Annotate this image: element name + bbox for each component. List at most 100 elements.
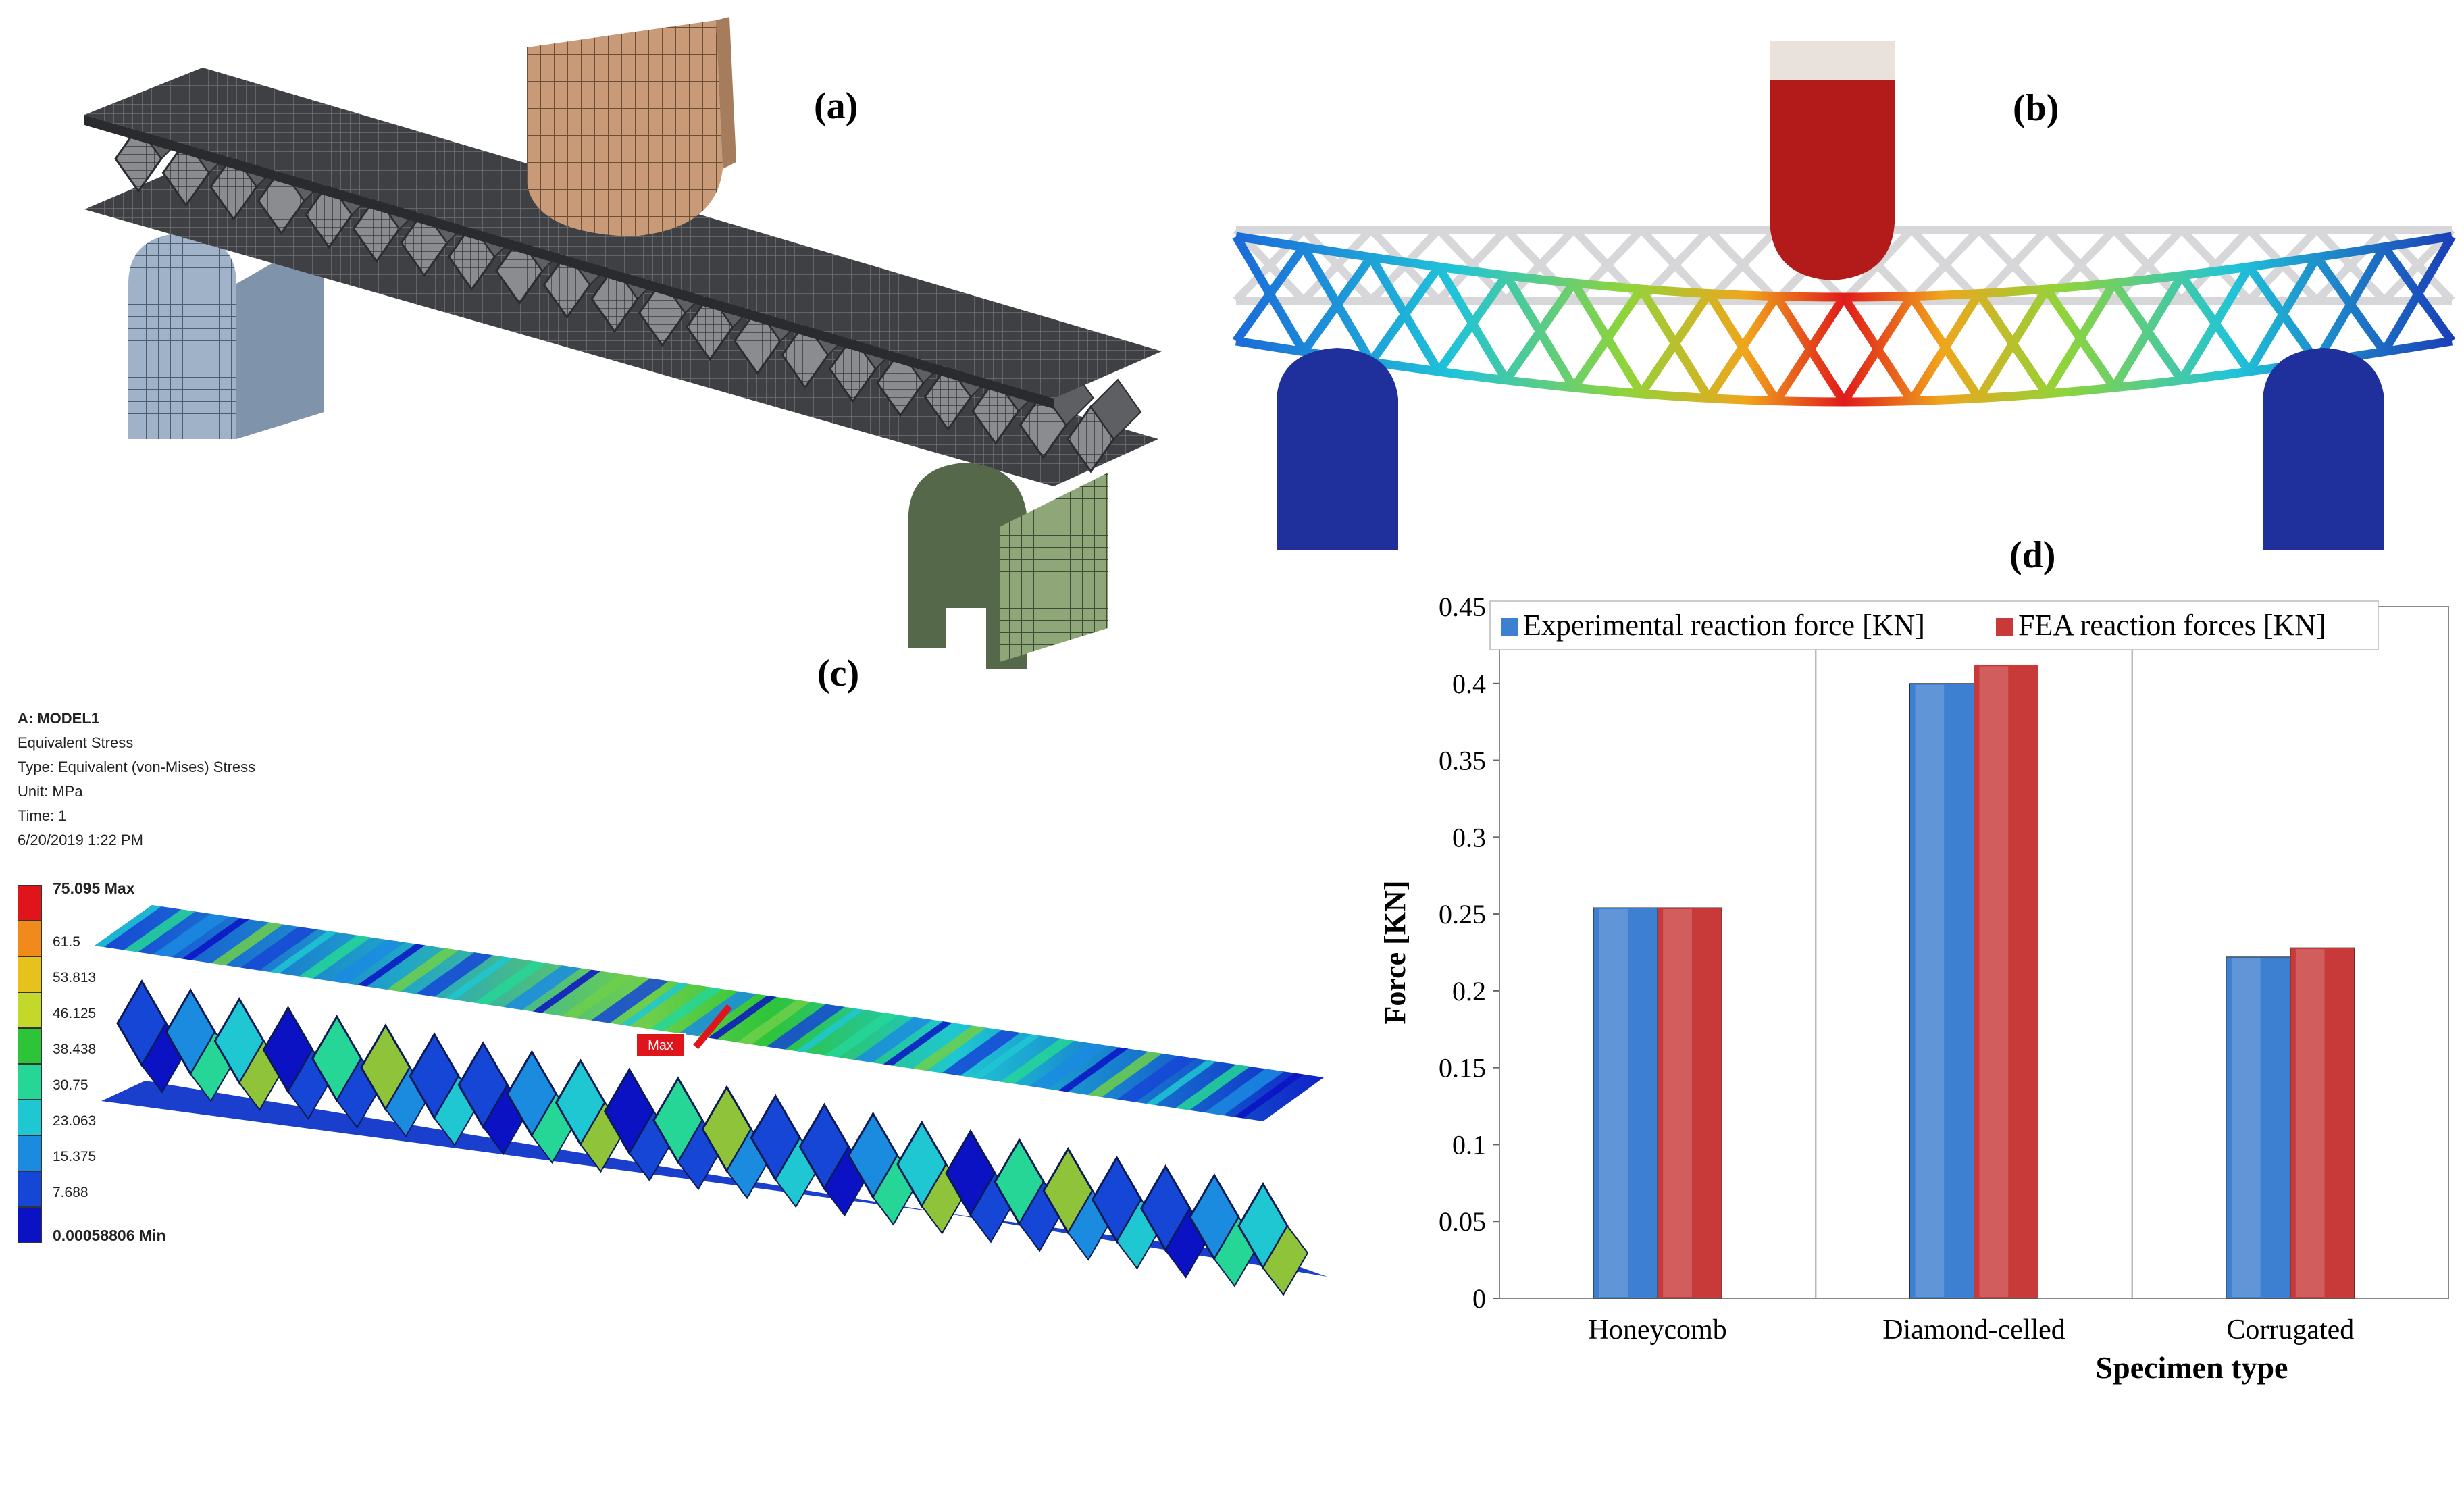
x-tick-label: Corrugated	[2226, 1314, 2354, 1346]
bar-highlight	[1663, 909, 1692, 1297]
flange-stripe	[737, 1000, 811, 1045]
result-time: Time: 1	[18, 807, 67, 824]
result-date: 6/20/2019 1:22 PM	[18, 831, 143, 848]
colorbar-segment	[18, 921, 42, 956]
colorbar-label: 7.688	[53, 1184, 88, 1200]
stress-colorbar	[18, 885, 42, 1243]
colorbar-label: 75.095 Max	[53, 879, 135, 897]
flange-stripe	[532, 969, 601, 1013]
flange-stripe	[153, 913, 230, 958]
legend-label-experimental: Experimental reaction force [KN]	[1523, 609, 1925, 642]
y-tick-label: 0	[1472, 1283, 1486, 1314]
flange-stripe	[95, 905, 161, 948]
colorbar-segment	[18, 1028, 42, 1064]
bar-highlight	[1979, 666, 2009, 1297]
flange-stripe	[1146, 1060, 1216, 1106]
colorbar-segment	[18, 1207, 42, 1243]
flange-stripe	[474, 960, 547, 1005]
panel-label-a: (a)	[814, 85, 858, 127]
result-unit: Unit: MPa	[18, 783, 83, 800]
flange-stripe	[883, 1021, 953, 1066]
colorbar-segment	[18, 1171, 42, 1207]
colorbar-segment	[18, 1135, 42, 1171]
right-support-b	[2263, 348, 2384, 550]
flange-stripe	[240, 926, 317, 971]
flange-stripe	[211, 922, 284, 966]
panel-b-deformation: (b)	[1216, 0, 2464, 567]
x-tick-label: Diamond-celled	[1882, 1314, 2065, 1346]
bar-experimental-0	[1593, 907, 1658, 1299]
left-support-b	[1277, 348, 1398, 550]
flange-stripe	[1058, 1047, 1129, 1092]
y-axis-ticks: 00.050.10.150.20.250.30.350.40.45	[1439, 592, 1499, 1314]
colorbar-segment	[18, 956, 42, 992]
flange-stripe	[1000, 1038, 1075, 1084]
panel-a-mesh-model: (a)	[0, 0, 1189, 675]
legend-box	[1489, 600, 2379, 650]
indenter	[1770, 80, 1895, 280]
y-tick-label: 0.45	[1439, 592, 1486, 622]
stress-core-cell-side	[1262, 1225, 1309, 1296]
flange-stripe	[503, 965, 582, 1010]
colorbar-segment	[18, 1064, 42, 1100]
flange-stripe	[182, 918, 250, 960]
flange-stripe	[913, 1025, 987, 1071]
flange-stripe	[854, 1017, 933, 1063]
max-marker-box	[636, 1033, 686, 1057]
y-tick-label: 0.05	[1439, 1206, 1486, 1237]
flange-stripe	[328, 940, 405, 984]
flange-stripe	[796, 1008, 865, 1053]
x-tick-label: Honeycomb	[1589, 1314, 1727, 1346]
y-axis-title: Force [KN]	[1379, 881, 1412, 1025]
flange-stripe	[299, 935, 371, 979]
y-tick-label: 0.3	[1452, 822, 1486, 852]
x-axis-title: Specimen type	[2096, 1350, 2288, 1385]
indenter-cap	[1770, 41, 1895, 80]
x-axis-ticks: Honeycomb Diamond-celled Corrugated	[1589, 1314, 2355, 1346]
deformation-drawing	[1232, 41, 2456, 550]
flange-stripe	[620, 982, 689, 1027]
flange-stripe	[1233, 1073, 1304, 1119]
legend-swatch-fea	[1996, 618, 2013, 636]
flange-stripe	[971, 1034, 1041, 1079]
loading-punch	[527, 20, 723, 236]
flange-stripe	[386, 948, 459, 992]
bar-highlight	[1599, 909, 1628, 1297]
deformed-lattice	[1232, 232, 2456, 407]
colorbar-label: 15.375	[53, 1148, 97, 1164]
flange-stripe	[708, 995, 777, 1040]
bar-fea-0	[1657, 907, 1722, 1299]
flange-stripe	[1204, 1069, 1285, 1116]
y-tick-label: 0.2	[1452, 976, 1486, 1006]
bar-experimental-2	[2226, 956, 2291, 1299]
flange-stripe	[825, 1013, 899, 1058]
bar-experimental-1	[1909, 683, 1974, 1299]
chart-legend: Experimental reaction force [KN] FEA rea…	[1489, 600, 2379, 650]
bar-fea-2	[2290, 947, 2355, 1299]
panel-c-stress-contour: (c)	[0, 648, 1351, 1409]
flange-stripe	[415, 952, 493, 997]
colorbar-label: 0.00058806 Min	[53, 1227, 166, 1244]
flange-stripe	[1175, 1064, 1250, 1110]
legend-label-fea: FEA reaction forces [KN]	[2018, 609, 2326, 642]
simulation-info: A: MODEL1 Equivalent Stress Type: Equiva…	[18, 707, 255, 852]
mesh-model-drawing	[84, 17, 1162, 669]
colorbar-label: 61.5	[53, 933, 80, 950]
bar-highlight	[2231, 958, 2261, 1297]
flange-stripe	[562, 974, 635, 1019]
panel-label-c: (c)	[817, 652, 860, 694]
stress-beam-drawing: Max	[95, 905, 1327, 1296]
deformed-struts	[1232, 232, 2456, 407]
colorbar-label: 23.063	[53, 1112, 97, 1129]
colorbar-segment	[18, 1100, 42, 1135]
y-tick-label: 0.25	[1439, 899, 1486, 929]
flange-stripe	[1029, 1043, 1108, 1090]
flange-stripe	[942, 1029, 1021, 1076]
model-name: A: MODEL1	[18, 710, 99, 727]
flange-stripe	[445, 956, 513, 1000]
legend-swatch-experimental	[1501, 618, 1518, 636]
flange-stripe	[649, 987, 723, 1031]
panel-label-b: (b)	[2013, 87, 2059, 129]
colorbar-segment	[18, 885, 42, 921]
chart-grid	[1815, 607, 2133, 1298]
